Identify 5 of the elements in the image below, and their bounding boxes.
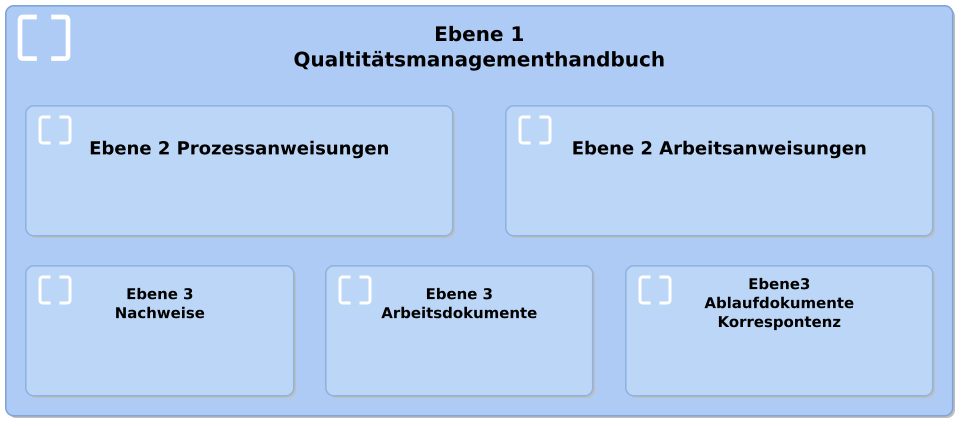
section-box: Ebene3 Ablaufdokumente Korrespontenz bbox=[625, 265, 934, 397]
section-box: Ebene 2 Prozessanweisungen bbox=[25, 105, 454, 237]
section-box: Ebene 3 Nachweise bbox=[25, 265, 295, 397]
section-box: Ebene 3 Arbeitsdokumente bbox=[325, 265, 594, 397]
section-box: Ebene 2 Arbeitsanweisungen bbox=[505, 105, 934, 237]
